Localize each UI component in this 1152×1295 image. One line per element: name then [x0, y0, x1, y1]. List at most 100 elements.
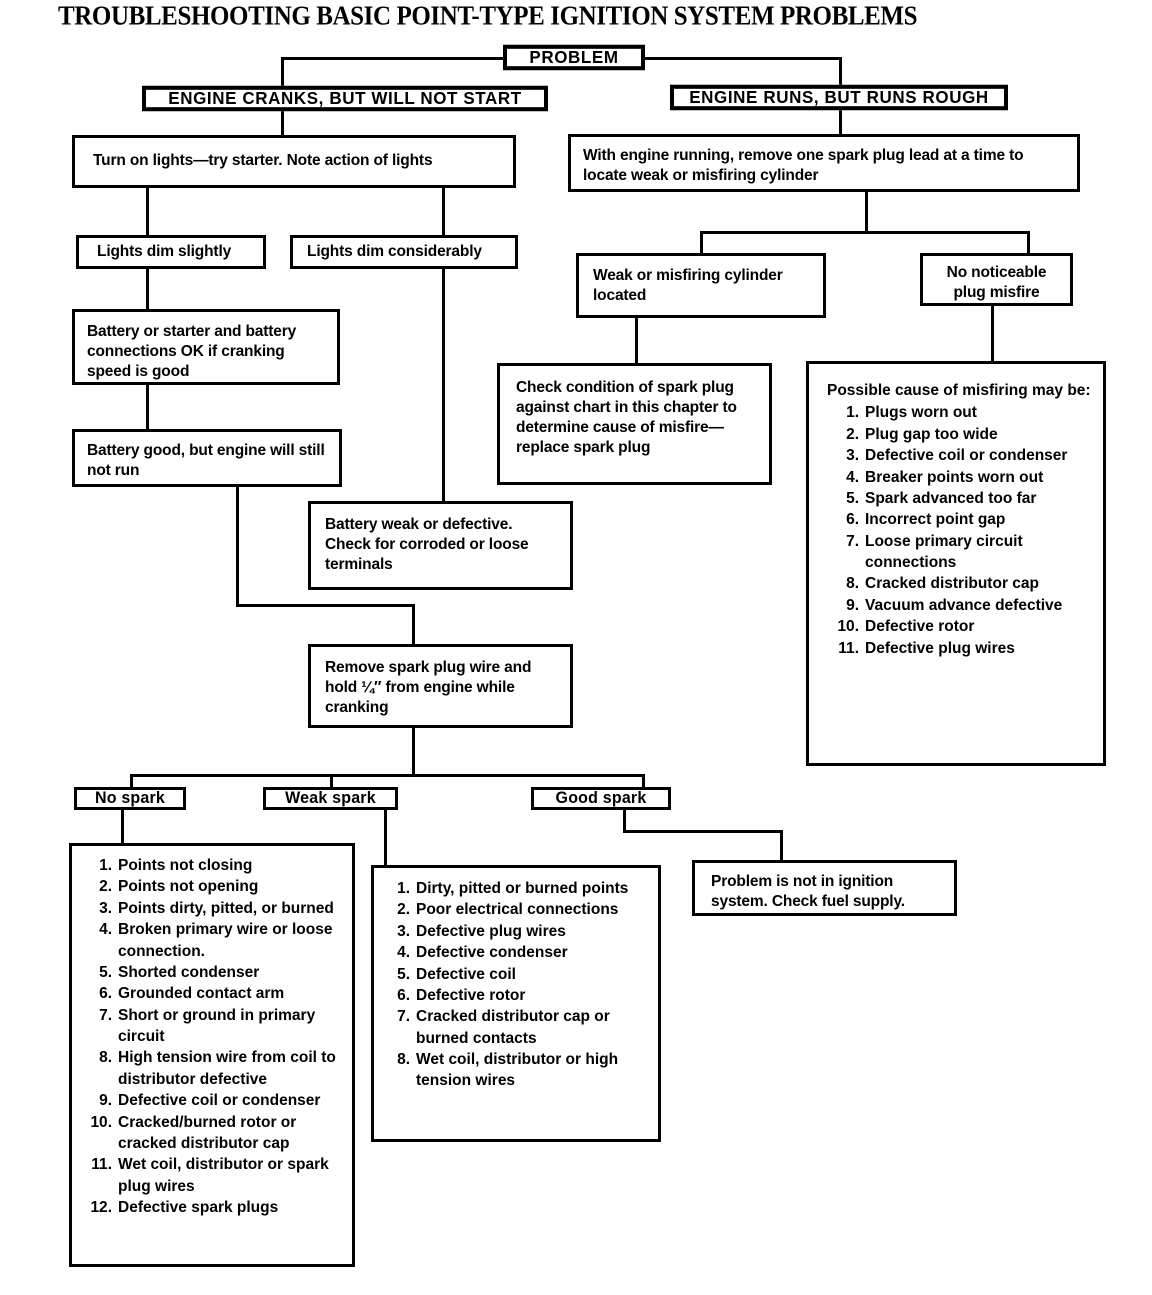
- list-item: Defective plug wires: [827, 638, 1015, 660]
- node-engine-cranks-label: ENGINE CRANKS, BUT WILL NOT START: [168, 88, 522, 109]
- node-remove-plug-wire[interactable]: Remove spark plug wire and hold ¼″ from …: [308, 644, 573, 728]
- list-item: Defective condenser: [384, 942, 568, 964]
- node-battery-good[interactable]: Battery good, but engine will still not …: [72, 429, 342, 487]
- connector-running-down: [865, 192, 868, 231]
- connector-weakcyl-to-check: [635, 318, 638, 363]
- connector-slightly-to-battery: [146, 269, 149, 309]
- list-item: Wet coil, distributor or spark plug wire…: [80, 1154, 329, 1195]
- connector-batterygood-right: [236, 604, 415, 607]
- list-item: Grounded contact arm: [80, 983, 285, 1005]
- node-battery-or-starter-label: Battery or starter and battery connectio…: [87, 323, 297, 381]
- connector-to-weakcyl: [700, 231, 703, 253]
- node-good-spark[interactable]: Good spark: [531, 787, 671, 810]
- list-item: Vacuum advance defective: [827, 595, 1063, 617]
- node-with-engine-running[interactable]: With engine running, remove one spark pl…: [568, 134, 1080, 192]
- list-item: Defective plug wires: [384, 921, 566, 943]
- node-check-condition[interactable]: Check condition of spark plug against ch…: [497, 363, 772, 485]
- node-weak-cylinder-located-label: Weak or misfiring cylinder located: [593, 267, 783, 305]
- connector-nomisfire-to-causes: [991, 306, 994, 361]
- node-lights-dim-slightly[interactable]: Lights dim slightly: [76, 235, 266, 269]
- list-item: Defective spark plugs: [80, 1197, 279, 1219]
- list-item: Points dirty, pitted, or burned: [80, 898, 334, 920]
- node-no-noticeable-misfire-label: No noticeable plug misfire: [946, 264, 1047, 302]
- node-battery-good-label: Battery good, but engine will still not …: [87, 442, 325, 480]
- connector-removewire-down: [412, 728, 415, 774]
- node-with-engine-running-label: With engine running, remove one spark pl…: [583, 147, 1024, 185]
- list-item: Defective coil or condenser: [80, 1090, 321, 1112]
- node-engine-runs[interactable]: ENGINE RUNS, BUT RUNS ROUGH: [670, 84, 1008, 111]
- connector-goodspark-to-notignition: [780, 830, 783, 860]
- node-engine-cranks[interactable]: ENGINE CRANKS, BUT WILL NOT START: [142, 85, 548, 112]
- node-battery-weak[interactable]: Battery weak or defective. Check for cor…: [308, 501, 573, 590]
- list-item: Broken primary wire or loose connection.: [80, 919, 333, 960]
- list-item: Dirty, pitted or burned points: [384, 878, 629, 900]
- connector-running-split-bar: [700, 231, 1030, 234]
- page-title: TROUBLESHOOTING BASIC POINT-TYPE IGNITIO…: [58, 2, 918, 32]
- connector-lights-slightly: [146, 188, 149, 235]
- node-check-condition-label: Check condition of spark plug against ch…: [516, 379, 737, 457]
- node-no-spark[interactable]: No spark: [74, 787, 186, 810]
- node-no-spark-label: No spark: [94, 789, 166, 807]
- connector-goodspark-down: [623, 810, 626, 830]
- connector-down-to-removewire: [412, 604, 415, 644]
- node-possible-misfire-causes[interactable]: Possible cause of misfiring may be: Plug…: [806, 361, 1106, 766]
- list-item: Short or ground in primary circuit: [80, 1005, 316, 1045]
- node-weak-spark-label: Weak spark: [285, 789, 376, 807]
- connector-to-nospark: [130, 774, 133, 787]
- possible-misfire-lead: Possible cause of misfiring may be:: [827, 382, 1091, 399]
- list-item: Breaker points worn out: [827, 467, 1044, 489]
- connector-right-branch-down: [839, 110, 842, 135]
- connector-problem-to-right: [645, 57, 842, 60]
- node-not-ignition[interactable]: Problem is not in ignition system. Check…: [692, 860, 957, 916]
- connector-to-goodspark: [642, 774, 645, 787]
- connector-spark-split-bar: [130, 774, 645, 777]
- connector-left-branch-down: [281, 111, 284, 135]
- node-turn-on-lights[interactable]: Turn on lights—try starter. Note action …: [72, 135, 516, 188]
- list-item: Defective coil or condenser: [827, 445, 1068, 467]
- node-battery-or-starter[interactable]: Battery or starter and battery connectio…: [72, 309, 340, 385]
- list-item: Shorted condenser: [80, 962, 260, 984]
- list-item: High tension wire from coil to distribut…: [80, 1047, 336, 1088]
- list-item: Spark advanced too far: [827, 488, 1037, 510]
- list-item: Defective rotor: [827, 616, 975, 638]
- list-item: Plugs worn out: [827, 402, 977, 424]
- node-problem[interactable]: PROBLEM: [503, 44, 645, 71]
- list-item: Wet coil, distributor or high tension wi…: [384, 1049, 619, 1090]
- connector-weakspark-to-list: [384, 810, 387, 865]
- node-lights-dim-considerably[interactable]: Lights dim considerably: [290, 235, 518, 269]
- connector-problem-right-drop: [839, 57, 842, 86]
- connector-batterystarter-to-batterygood: [146, 385, 149, 429]
- connector-to-nomisfire: [1027, 231, 1030, 253]
- connector-goodspark-right: [623, 830, 783, 833]
- node-weak-cylinder-located[interactable]: Weak or misfiring cylinder located: [576, 253, 826, 318]
- node-lights-dim-considerably-label: Lights dim considerably: [307, 242, 482, 260]
- node-remove-plug-wire-label: Remove spark plug wire and hold ¼″ from …: [325, 659, 532, 717]
- list-item: Plug gap too wide: [827, 424, 998, 446]
- list-item: Points not closing: [80, 855, 253, 877]
- connector-problem-left-drop: [281, 57, 284, 86]
- list-item: Cracked distributor cap: [827, 573, 1039, 595]
- node-good-spark-label: Good spark: [555, 789, 647, 807]
- connector-to-weakspark: [330, 774, 333, 787]
- node-turn-on-lights-label: Turn on lights—try starter. Note action …: [93, 152, 433, 170]
- connector-batterygood-down: [236, 487, 239, 604]
- connector-problem-to-left: [281, 57, 503, 60]
- list-item: Incorrect point gap: [827, 509, 1006, 531]
- node-weak-spark[interactable]: Weak spark: [263, 787, 398, 810]
- node-no-noticeable-misfire[interactable]: No noticeable plug misfire: [920, 253, 1073, 306]
- list-item: Loose primary circuit connections: [827, 531, 1023, 571]
- node-engine-runs-label: ENGINE RUNS, BUT RUNS ROUGH: [689, 87, 989, 108]
- node-battery-weak-label: Battery weak or defective. Check for cor…: [325, 516, 529, 574]
- list-item: Cracked/burned rotor or cracked distribu…: [80, 1112, 297, 1152]
- list-item: Defective rotor: [384, 985, 526, 1007]
- connector-lights-considerably: [442, 188, 445, 235]
- list-item: Points not opening: [80, 876, 259, 898]
- node-lights-dim-slightly-label: Lights dim slightly: [97, 242, 232, 260]
- list-item: Defective coil: [384, 964, 516, 986]
